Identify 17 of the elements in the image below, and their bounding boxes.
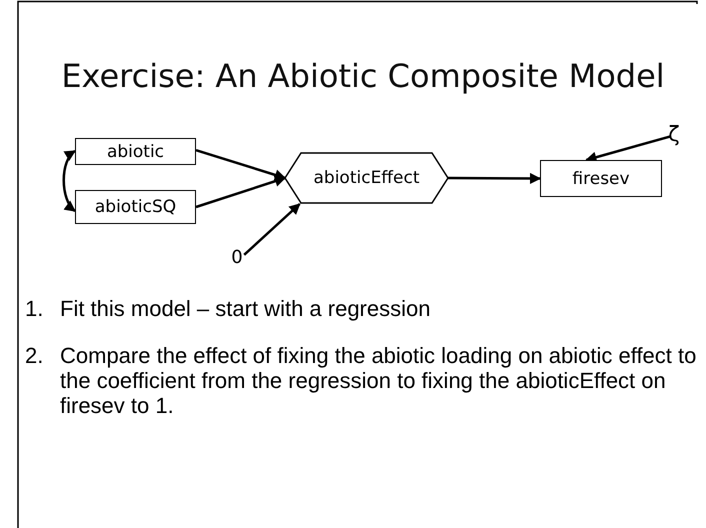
path-arrow bbox=[585, 135, 671, 163]
variable-box: firesev bbox=[540, 160, 662, 197]
variable-box: abiotic bbox=[75, 138, 196, 165]
constant-label: 0 bbox=[228, 246, 246, 268]
path-arrow bbox=[196, 148, 286, 180]
error-term-label: ζ bbox=[665, 122, 683, 146]
covariance-arrow bbox=[62, 150, 76, 212]
path-arrow bbox=[196, 176, 286, 208]
slide-title: Exercise: An Abiotic Composite Model bbox=[60, 56, 666, 96]
path-arrow bbox=[243, 203, 301, 256]
instruction-text: Compare the effect of fixing the abiotic loading on abiotic effect to the coefficient from the regression to fixing the abioticEffect on firesev to 1. bbox=[60, 343, 698, 418]
list-number: 1. bbox=[25, 296, 44, 321]
instruction-text: Fit this model – start with a regression bbox=[60, 296, 432, 321]
path-arrow bbox=[448, 172, 542, 184]
composite-hexagon: abioticEffect bbox=[285, 152, 448, 204]
variable-box: abioticSQ bbox=[75, 190, 196, 224]
list-number: 2. bbox=[25, 343, 44, 368]
